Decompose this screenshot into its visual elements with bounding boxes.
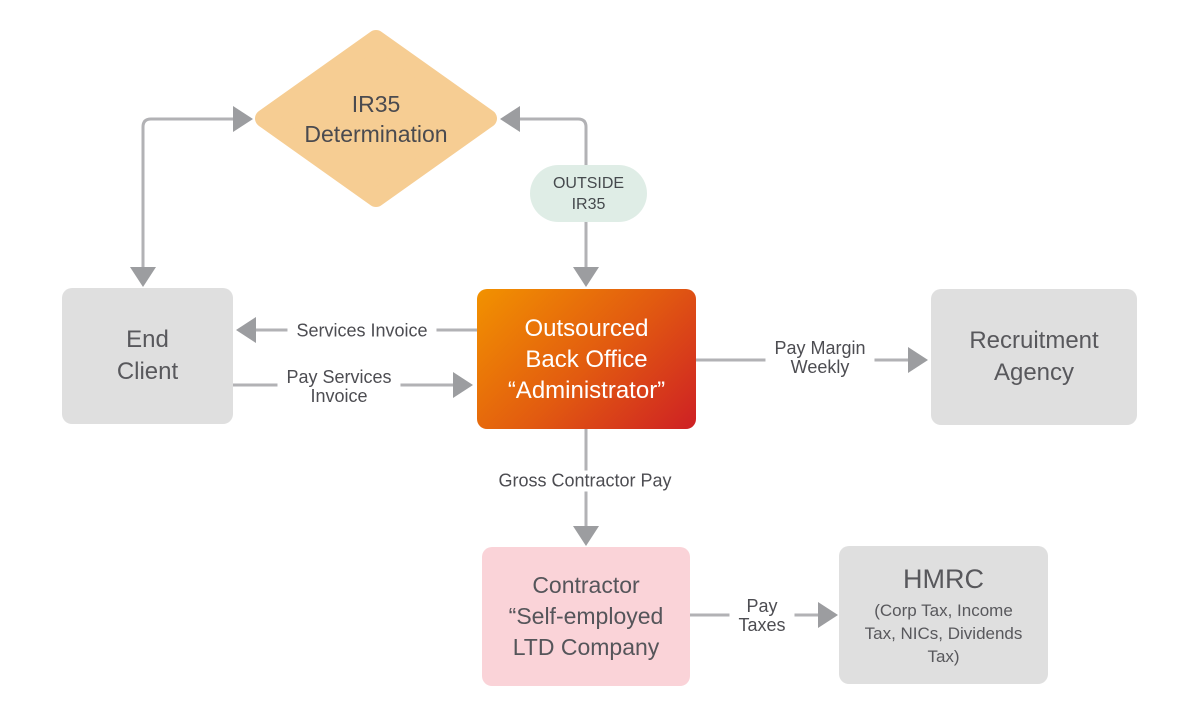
edge-label-gross-contractor-pay: Gross Contractor Pay [489, 470, 681, 492]
ir35-determination-label: IR35 Determination [304, 90, 448, 147]
edge-label-pay-margin-weekly: Pay Margin Weekly [765, 338, 875, 378]
node-contractor: Contractor “Self-employed LTD Company [482, 547, 690, 686]
edge-label-pay-services-invoice: Pay Services Invoice [277, 367, 401, 407]
hmrc-title: HMRC [903, 563, 984, 594]
edge-label-services-invoice: Services Invoice [287, 320, 437, 342]
edge-label-pay-taxes: Pay Taxes [729, 596, 795, 636]
node-end-client: End Client [62, 288, 233, 424]
node-ir35-determination: IR35 Determination [255, 30, 497, 207]
edge-end-client-ir35 [130, 106, 253, 287]
node-hmrc: HMRC (Corp Tax, Income Tax, NICs, Divide… [839, 546, 1048, 684]
node-outsourced-back-office: Outsourced Back Office “Administrator” [477, 289, 696, 429]
diamond-shape [255, 30, 497, 207]
node-recruitment-agency: Recruitment Agency [931, 289, 1137, 425]
edge-ir35-administrator [500, 106, 599, 287]
node-outside-ir35: OUTSIDE IR35 [530, 165, 647, 222]
hmrc-subtitle: (Corp Tax, Income Tax, NICs, Dividends T… [864, 600, 1023, 666]
